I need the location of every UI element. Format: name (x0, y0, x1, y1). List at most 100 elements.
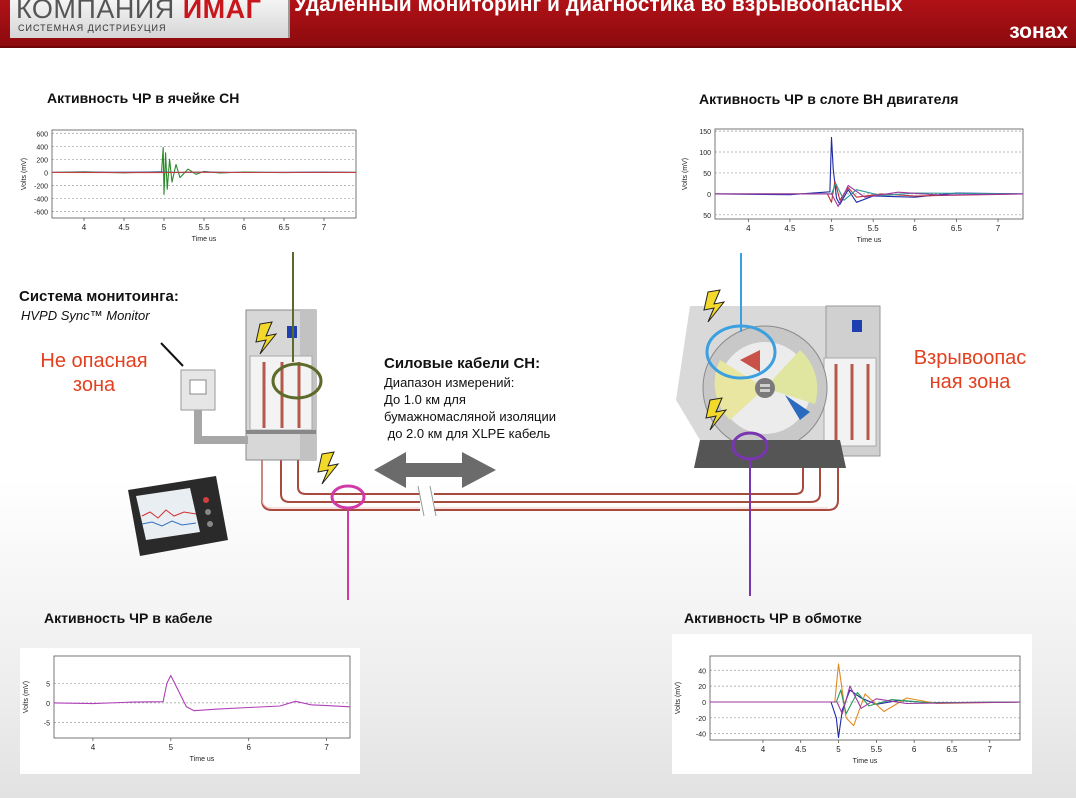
series-line-1 (710, 689, 1021, 739)
x-axis-label: Time us (853, 758, 878, 765)
x-tick-label: 6 (247, 743, 252, 752)
series-line-2 (715, 180, 1024, 203)
y-tick-label: -600 (34, 209, 48, 216)
y-axis-label: Volts (mV) (21, 158, 28, 190)
cable-break-icon (417, 484, 437, 517)
cables-desc-line3: бумажномасляной изоляции (384, 409, 556, 424)
x-tick-label: 4 (91, 743, 96, 752)
cables-desc-line1: Диапазон измерений: (384, 375, 515, 390)
y-tick-label: 400 (36, 144, 48, 151)
x-tick-label: 6 (913, 224, 918, 233)
x-tick-label: 6.5 (946, 745, 958, 754)
sensor-tap-cable (330, 484, 366, 600)
x-axis-label: Time us (857, 237, 882, 244)
switchgear-cabinet (245, 309, 317, 461)
y-axis-label: Volts (mV) (23, 681, 30, 713)
logo-text-part2: ИМАГ (182, 0, 262, 24)
y-tick-label: -5 (44, 720, 50, 727)
motor-machine (676, 305, 881, 468)
x-tick-label: 6 (242, 223, 247, 232)
x-tick-label: 6 (912, 745, 917, 754)
y-tick-label: -20 (696, 716, 706, 723)
power-cables (261, 453, 839, 511)
y-tick-label: -400 (34, 196, 48, 203)
safe-zone-line1: Не опасная (40, 350, 148, 372)
x-axis-label: Time us (192, 236, 217, 243)
safe-zone-line2: зона (72, 374, 116, 396)
y-tick-label: 0 (44, 170, 48, 177)
safe-zone-label: Не опасная зона (24, 349, 164, 397)
lightning-bolt-icon (255, 321, 278, 355)
x-tick-label: 5.5 (868, 224, 880, 233)
y-tick-label: 0 (702, 700, 706, 707)
slide-title-line1: Удаленный мониторинг и диагностика во вз… (294, 0, 903, 16)
x-tick-label: 4 (746, 224, 751, 233)
lightning-bolt-icon (317, 451, 340, 485)
x-tick-label: 7 (988, 745, 993, 754)
plot-frame (714, 128, 1024, 220)
x-tick-label: 7 (324, 743, 329, 752)
series-line-4 (710, 685, 1021, 715)
logo-subtitle: СИСТЕМНАЯ ДИСТРИБУЦИЯ (18, 23, 167, 33)
x-axis-label: Time us (190, 756, 215, 763)
x-tick-label: 4 (761, 745, 766, 754)
x-tick-label: 5 (829, 224, 834, 233)
y-tick-label: 150 (699, 129, 711, 136)
y-tick-label: 0 (46, 701, 50, 708)
sensor-tap-cell (271, 252, 323, 400)
logo-text-part1: КОМПАНИЯ (16, 0, 175, 24)
plot-frame (51, 129, 357, 219)
monitor-product-label: HVPD Sync™ Monitor (21, 308, 150, 323)
y-tick-label: 50 (703, 171, 711, 178)
hazard-zone-line2: ная зона (929, 371, 1011, 393)
hazard-zone-line1: Взрывоопас (913, 347, 1027, 369)
y-tick-label: 5 (46, 681, 50, 688)
cables-description: Диапазон измерений: До 1.0 км для бумажн… (384, 374, 556, 442)
x-tick-label: 5 (836, 745, 841, 754)
y-tick-label: -40 (696, 732, 706, 739)
x-tick-label: 4.5 (784, 224, 796, 233)
monitor-unit (160, 342, 248, 444)
y-tick-label: 20 (698, 684, 706, 691)
x-tick-label: 5.5 (198, 223, 210, 232)
y-axis-label: Volts (mV) (682, 158, 689, 190)
cables-title: Силовые кабели СН: (384, 355, 541, 372)
x-tick-label: 6.5 (278, 223, 290, 232)
plot-frame (53, 655, 351, 739)
plot-frame (709, 655, 1021, 741)
series-line-1 (714, 136, 1024, 205)
series-line-4 (715, 184, 1024, 207)
lightning-bolt-icon (705, 397, 728, 431)
y-tick-label: 200 (36, 157, 48, 164)
series-line-1 (51, 147, 357, 196)
y-tick-label: 40 (698, 668, 706, 675)
oscilloscope-device (128, 476, 228, 556)
cables-desc-line2: До 1.0 км для (384, 392, 466, 407)
y-tick-label: 0 (707, 192, 711, 199)
hazard-zone-label: Взрывоопас ная зона (906, 346, 1034, 394)
company-logo: КОМПАНИЯ ИМАГ СИСТЕМНАЯ ДИСТРИБУЦИЯ (10, 0, 290, 38)
y-axis-label: Volts (mV) (675, 682, 682, 714)
monitor-system-label: Система монитоинга: (19, 288, 179, 305)
x-tick-label: 4.5 (795, 745, 807, 754)
y-tick-label: 100 (699, 150, 711, 157)
cables-desc-line4: до 2.0 км для XLPE кабель (384, 426, 551, 441)
x-tick-label: 4 (82, 223, 87, 232)
x-tick-label: 7 (996, 224, 1001, 233)
x-tick-label: 6.5 (951, 224, 963, 233)
double-arrow-icon (374, 452, 496, 488)
sensor-tap-slot (705, 253, 777, 380)
chart-title-winding: Активность ЧР в обмотке (684, 610, 862, 626)
x-tick-label: 5 (162, 223, 167, 232)
y-tick-label: 50 (703, 213, 711, 220)
series-line-2 (710, 663, 1021, 727)
chart-title-cell: Активность ЧР в ячейке СН (47, 90, 240, 106)
